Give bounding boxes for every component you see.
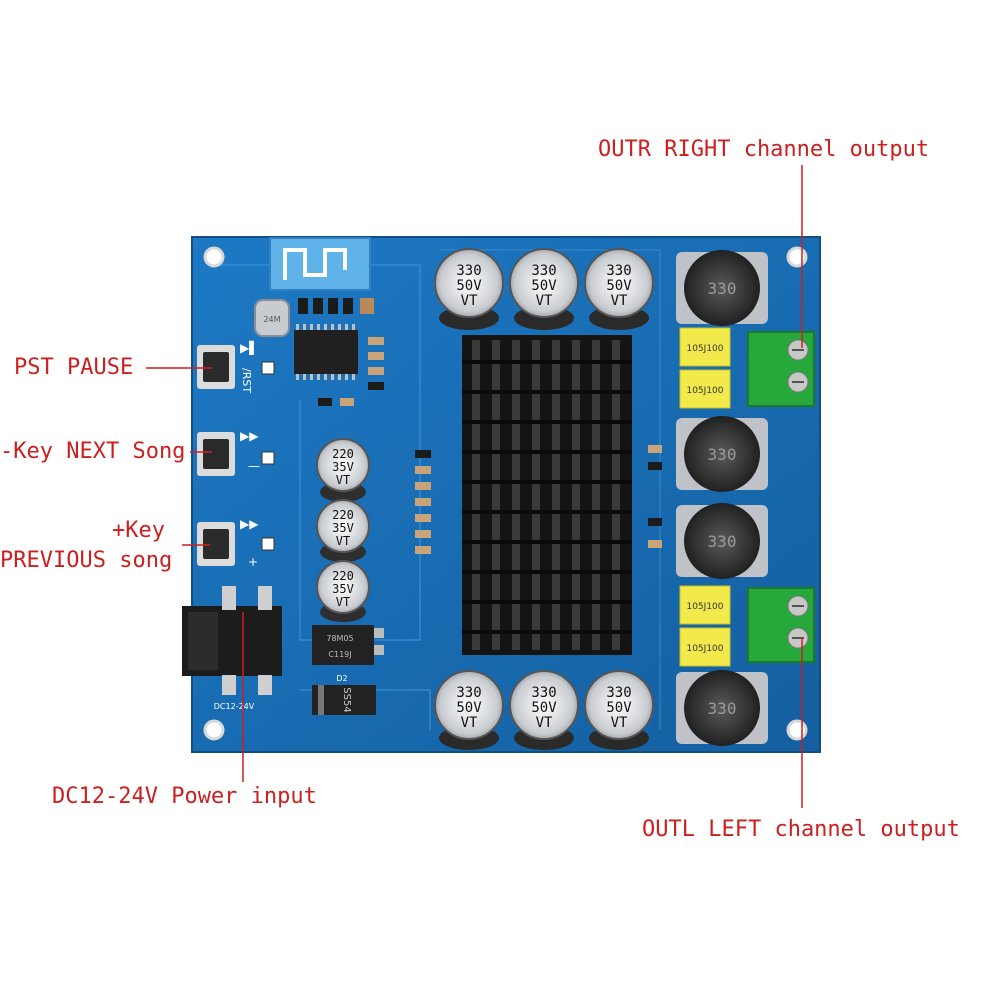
bluetooth-module [269, 237, 371, 291]
svg-text:330: 330 [456, 685, 481, 701]
film-cap-labels: 105J100 105J100 105J100 105J100 [686, 344, 723, 654]
svg-text:50V: 50V [456, 700, 482, 716]
inductor-labels: 330 330 330 330 [708, 279, 737, 718]
svg-text:105J100: 105J100 [686, 386, 723, 396]
svg-text:D2: D2 [336, 674, 347, 683]
callout-leaders [146, 165, 803, 808]
callout-next-song: -Key NEXT Song [0, 439, 186, 464]
callout-prev-key: +Key [112, 518, 165, 543]
heatsink-groove [462, 510, 632, 514]
smd-resistors [298, 298, 374, 314]
svg-text:VT: VT [536, 715, 553, 731]
svg-text:105J100: 105J100 [686, 344, 723, 354]
tactile-buttons [197, 345, 235, 566]
callout-power-input: DC12-24V Power input [52, 784, 317, 809]
film-capacitors [679, 327, 731, 667]
capacitors-330uf-top [434, 248, 654, 330]
diode-ss54: SS54 D2 [312, 674, 376, 715]
svg-text:35V: 35V [332, 460, 354, 474]
heatsink-fin [612, 340, 620, 650]
svg-text:VT: VT [611, 293, 628, 309]
crystal-oscillator: 24M [254, 299, 290, 337]
heatsink-groove [462, 390, 632, 394]
rst-silkscreen: /RST [240, 368, 253, 393]
heatsink [462, 335, 632, 655]
svg-text:105J100: 105J100 [686, 644, 723, 654]
svg-text:VT: VT [336, 595, 350, 609]
heatsink-fin [532, 340, 540, 650]
svg-text:50V: 50V [456, 278, 482, 294]
svg-text:330: 330 [708, 279, 737, 298]
callout-prev-song: PREVIOUS song [0, 548, 173, 573]
svg-text:+: + [248, 555, 258, 569]
dc-power-jack [182, 586, 282, 695]
svg-text:330: 330 [708, 445, 737, 464]
svg-text:35V: 35V [332, 521, 354, 535]
smd-capacitors [261, 337, 662, 554]
svg-text:330: 330 [708, 532, 737, 551]
dc-silkscreen: DC12-24V [214, 702, 255, 711]
svg-text:105J100: 105J100 [686, 602, 723, 612]
svg-text:330: 330 [606, 685, 631, 701]
voltage-regulator: 78M05 C119J [312, 625, 384, 665]
svg-text:35V: 35V [332, 582, 354, 596]
svg-text:▶▌: ▶▌ [240, 340, 258, 355]
heatsink-fins [462, 340, 632, 650]
heatsink-fin [512, 340, 520, 650]
cap-220-labels: 220 35V VT 220 35V VT 220 35V VT [332, 447, 354, 609]
svg-text:VT: VT [336, 473, 350, 487]
svg-text:—: — [248, 459, 260, 473]
svg-text:SS54: SS54 [341, 687, 352, 712]
cap-330-labels: 330 50V VT 330 50V VT 330 50V VT 330 50V… [456, 263, 632, 731]
heatsink-groove [462, 540, 632, 544]
svg-text:VT: VT [536, 293, 553, 309]
heatsink-groove [462, 360, 632, 364]
main-ic [294, 324, 358, 380]
capacitors-220uf [316, 438, 370, 622]
svg-text:50V: 50V [606, 700, 632, 716]
heatsink-groove [462, 450, 632, 454]
svg-text:330: 330 [606, 263, 631, 279]
svg-text:78M05: 78M05 [326, 634, 353, 643]
terminal-blocks [747, 331, 815, 663]
svg-text:▶▶: ▶▶ [240, 429, 259, 443]
capacitors-330uf-bottom [434, 670, 654, 750]
svg-text:▶▶: ▶▶ [240, 517, 259, 531]
svg-text:50V: 50V [531, 278, 557, 294]
svg-text:330: 330 [708, 699, 737, 718]
heatsink-groove [462, 570, 632, 574]
svg-text:50V: 50V [606, 278, 632, 294]
callout-pst-pause: PST PAUSE [14, 355, 134, 380]
callout-outl-left-channel: OUTL LEFT channel output [642, 817, 960, 842]
svg-text:VT: VT [461, 293, 478, 309]
svg-text:VT: VT [611, 715, 628, 731]
inductors [676, 250, 768, 746]
heatsink-fin [572, 340, 580, 650]
heatsink-fin [552, 340, 560, 650]
svg-text:330: 330 [531, 685, 556, 701]
heatsink-fin [592, 340, 600, 650]
svg-text:220: 220 [332, 569, 354, 583]
svg-text:220: 220 [332, 508, 354, 522]
heatsink-groove [462, 630, 632, 634]
callout-outr-right-channel: OUTR RIGHT channel output [598, 137, 930, 162]
heatsink-groove [462, 480, 632, 484]
svg-text:C119J: C119J [328, 650, 351, 659]
svg-text:330: 330 [456, 263, 481, 279]
svg-text:VT: VT [336, 534, 350, 548]
svg-text:24M: 24M [263, 315, 280, 324]
svg-text:50V: 50V [531, 700, 557, 716]
heatsink-groove [462, 420, 632, 424]
heatsink-fin [492, 340, 500, 650]
svg-text:220: 220 [332, 447, 354, 461]
heatsink-groove [462, 600, 632, 604]
heatsink-fin [472, 340, 480, 650]
svg-text:330: 330 [531, 263, 556, 279]
svg-text:VT: VT [461, 715, 478, 731]
